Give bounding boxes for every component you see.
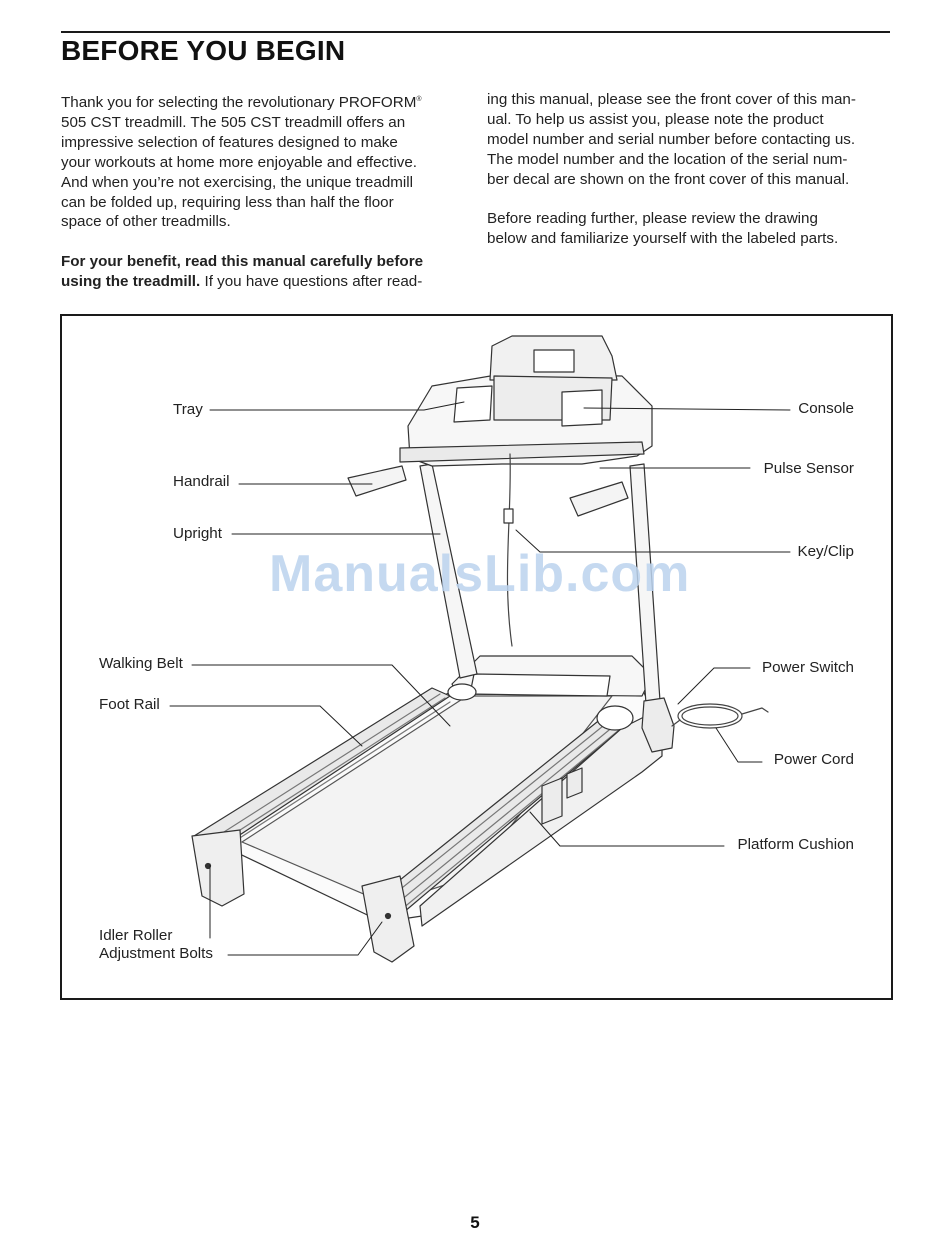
- callout-console: [583, 407, 791, 411]
- callout-power-cord: [715, 727, 763, 763]
- intro-paragraph-4: Before reading further, please review th…: [487, 209, 887, 249]
- text-line: ual. To help us assist you, please note …: [487, 110, 824, 128]
- page-title: BEFORE YOU BEGIN: [61, 35, 346, 66]
- treadmill-console: [347, 335, 653, 647]
- text-line: model number and serial number before co…: [487, 130, 856, 148]
- bold-text: using the treadmill.: [61, 273, 201, 291]
- label-power-switch: Power Switch: [761, 659, 854, 676]
- label-foot-rail: Foot Rail: [99, 696, 160, 713]
- label-adjustment-bolts: Adjustment Bolts: [99, 945, 213, 962]
- callout-foot-rail: [169, 705, 363, 747]
- text-line: ber decal are shown on the front cover o…: [487, 170, 850, 188]
- label-platform-cushion: Platform Cushion: [737, 836, 855, 853]
- intro-paragraph-3: ing this manual, please see the front co…: [487, 90, 887, 190]
- callout-power-switch: [677, 667, 751, 705]
- treadmill-diagram: ManualsLib.com Tray Handrail Upright Wal…: [60, 314, 893, 1000]
- label-idler-roller: Idler Roller: [99, 927, 173, 944]
- text-line: ing this manual, please see the front co…: [487, 91, 856, 108]
- text-line: impressive selection of features designe…: [61, 133, 398, 151]
- treadmill-illustration: [169, 335, 791, 963]
- label-pulse-sensor: Pulse Sensor: [763, 460, 854, 477]
- intro-paragraph-1: Thank you for selecting the revolutionar…: [61, 90, 461, 232]
- callout-idler-roller: [227, 921, 383, 956]
- callout-lines: [169, 401, 791, 956]
- text-line: 505 CST treadmill. The 505 CST treadmill…: [61, 113, 406, 131]
- treadmill-uprights: [419, 463, 675, 753]
- label-power-cord: Power Cord: [773, 751, 854, 768]
- treadmill-deck: [191, 655, 663, 963]
- watermark: ManualsLib.com: [269, 545, 691, 603]
- callout-walking-belt: [191, 664, 451, 727]
- label-walking-belt: Walking Belt: [99, 655, 183, 672]
- callout-key-clip: [515, 529, 791, 553]
- top-rule: [61, 31, 890, 33]
- intro-left-column: Thank you for selecting the revolutionar…: [61, 90, 461, 312]
- callout-platform-cushion: [529, 811, 725, 847]
- text-line: space of other treadmills.: [61, 213, 231, 231]
- power-cord-illustration: [671, 703, 769, 729]
- page-number: 5: [470, 1213, 480, 1232]
- label-console: Console: [798, 400, 854, 417]
- label-upright: Upright: [173, 525, 222, 542]
- text-line: Thank you for selecting the revolutionar…: [61, 94, 422, 111]
- label-tray: Tray: [173, 401, 203, 418]
- label-handrail: Handrail: [173, 473, 230, 490]
- bold-text-line: For your benefit, read this manual caref…: [61, 253, 424, 271]
- label-key-clip: Key/Clip: [797, 543, 854, 560]
- text-line: your workouts at home more enjoyable and…: [61, 153, 417, 171]
- callout-tray: [209, 401, 465, 411]
- text-line: The model number and the location of the…: [487, 150, 848, 168]
- registered-mark: ®: [416, 96, 422, 103]
- intro-paragraph-2: For your benefit, read this manual caref…: [61, 252, 461, 292]
- text-line: below and familiarize yourself with the …: [487, 230, 839, 248]
- text-line: And when you’re not exercising, the uniq…: [61, 173, 414, 191]
- text-line: Before reading further, please review th…: [487, 210, 818, 228]
- text-line: using the treadmill. If you have questio…: [61, 273, 423, 291]
- text-line: can be folded up, requiring less than ha…: [61, 193, 394, 211]
- intro-right-column: ing this manual, please see the front co…: [487, 90, 887, 269]
